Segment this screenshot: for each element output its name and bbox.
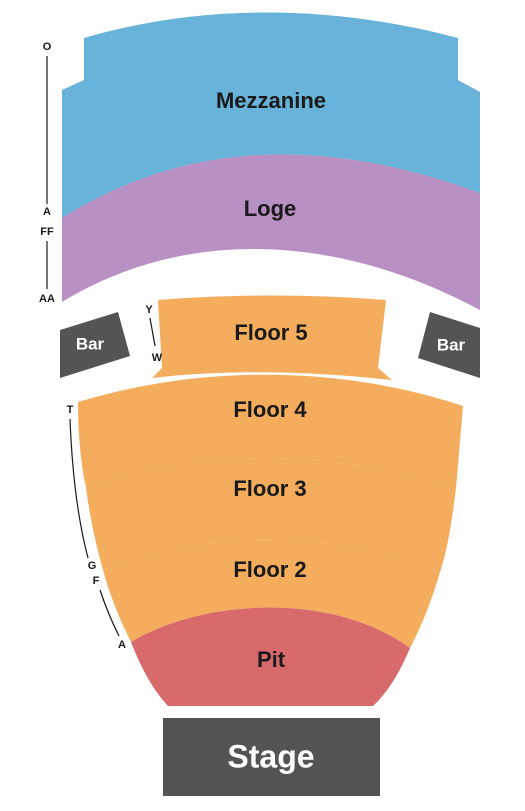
row-marker-aa: AA <box>39 293 55 305</box>
row-marker-ff: FF <box>40 226 54 238</box>
row-marker-t: T <box>67 404 74 416</box>
row-marker-g: G <box>88 560 97 572</box>
mezzanine-label: Mezzanine <box>216 88 326 113</box>
floor-row-line-upper <box>69 418 89 559</box>
bar-left[interactable] <box>60 312 130 378</box>
stage-label: Stage <box>227 738 314 774</box>
section-pit[interactable] <box>131 607 410 706</box>
section-loge[interactable] <box>62 154 480 310</box>
floor4-label: Floor 4 <box>233 397 307 422</box>
section-floor5[interactable] <box>152 295 392 381</box>
row-marker-mezz-a: A <box>43 206 51 218</box>
row-marker-y: Y <box>145 304 153 316</box>
row-marker-o: O <box>43 41 52 53</box>
bar-right-label: Bar <box>437 335 466 354</box>
row-marker-w: W <box>152 352 163 364</box>
stage <box>163 718 380 796</box>
floor3-label: Floor 3 <box>233 476 306 501</box>
floor5-row-line <box>149 317 156 347</box>
floor5-label: Floor 5 <box>234 320 307 345</box>
section-floor2[interactable] <box>103 540 440 648</box>
pit-label: Pit <box>257 647 286 672</box>
floor2-label: Floor 2 <box>233 557 306 582</box>
section-floor3[interactable] <box>86 458 456 572</box>
row-marker-floor-a: A <box>118 639 126 651</box>
floor-row-line-lower <box>99 589 120 637</box>
section-mezzanine[interactable] <box>62 12 480 219</box>
section-floor4[interactable] <box>78 374 463 488</box>
bar-left-label: Bar <box>76 334 105 353</box>
loge-label: Loge <box>244 196 297 221</box>
bar-right[interactable] <box>418 312 480 378</box>
row-marker-f: F <box>93 575 100 587</box>
